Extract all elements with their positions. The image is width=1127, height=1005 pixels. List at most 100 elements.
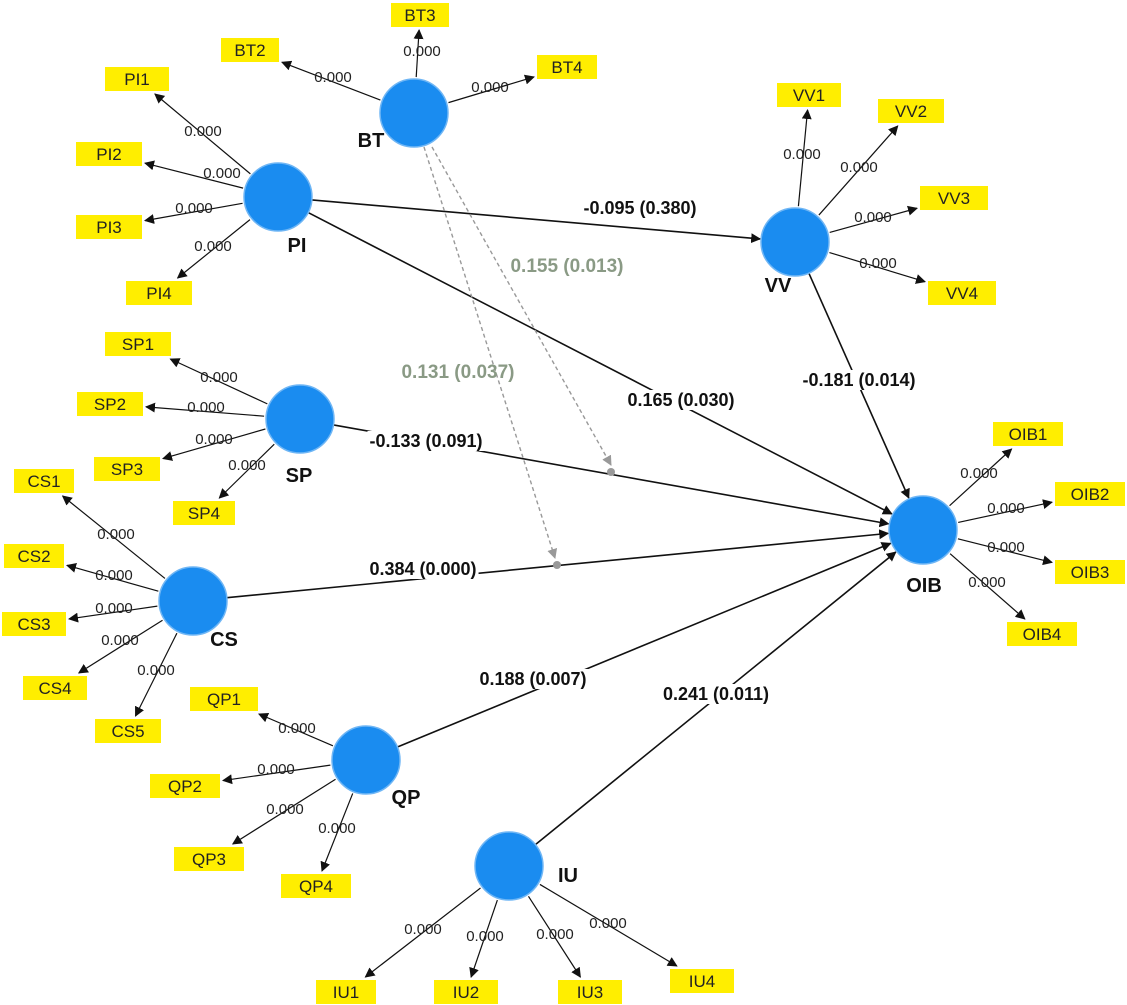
construct-pi[interactable] xyxy=(243,162,313,232)
indicator-box-qp3[interactable] xyxy=(174,847,244,871)
loading-arrow-pi2 xyxy=(144,160,244,189)
loading-arrow-oib2 xyxy=(958,499,1053,524)
path-arrow-qp-oib xyxy=(397,542,892,748)
indicator-box-iu3[interactable] xyxy=(558,980,622,1004)
indicator-box-qp4[interactable] xyxy=(281,874,351,898)
indicator-box-bt2[interactable] xyxy=(221,38,279,62)
indicator-box-cs5[interactable] xyxy=(95,719,161,743)
indicator-label-oib4: OIB4 xyxy=(1023,625,1062,644)
indicator-box-sp4[interactable] xyxy=(173,501,235,525)
loading-arrow-sp3 xyxy=(162,428,266,461)
indicator-label-iu1: IU1 xyxy=(333,983,359,1002)
indicator-box-vv4[interactable] xyxy=(928,281,996,305)
loading-arrow-vv2 xyxy=(818,125,899,216)
loading-value-sp2: 0.000 xyxy=(187,399,225,416)
loading-arrow-bt3 xyxy=(413,29,424,78)
loading-value-iu2: 0.000 xyxy=(466,928,504,945)
indicator-label-cs2: CS2 xyxy=(17,547,50,566)
indicator-label-vv1: VV1 xyxy=(793,86,825,105)
loading-arrow-cs2 xyxy=(66,562,159,592)
indicator-box-pi1[interactable] xyxy=(105,67,169,91)
loading-arrow-sp1 xyxy=(169,358,268,405)
loading-value-vv3: 0.000 xyxy=(854,209,892,226)
loading-arrow-oib4 xyxy=(949,553,1026,620)
indicator-box-sp3[interactable] xyxy=(94,457,160,481)
indicator-box-pi2[interactable] xyxy=(76,142,142,166)
indicator-label-cs1: CS1 xyxy=(27,472,60,491)
indicator-box-pi3[interactable] xyxy=(76,215,142,239)
construct-label-sp: SP xyxy=(286,465,313,487)
indicator-box-sp1[interactable] xyxy=(105,332,171,356)
construct-vv[interactable] xyxy=(760,207,830,277)
loading-value-sp3: 0.000 xyxy=(195,431,233,448)
indicator-box-vv1[interactable] xyxy=(777,83,841,107)
indicator-label-cs5: CS5 xyxy=(111,722,144,741)
indicator-box-oib3[interactable] xyxy=(1055,560,1125,584)
moderation-coefficient-cs-oib: 0.131 (0.037) xyxy=(401,362,514,383)
indicator-box-pi4[interactable] xyxy=(126,281,192,305)
indicator-box-vv3[interactable] xyxy=(920,186,988,210)
loading-value-oib4: 0.000 xyxy=(968,574,1006,591)
indicator-label-pi3: PI3 xyxy=(96,218,122,237)
path-arrow-pi-vv xyxy=(311,199,762,244)
indicator-box-iu4[interactable] xyxy=(670,969,734,993)
loading-arrow-pi3 xyxy=(144,202,243,224)
construct-oib[interactable] xyxy=(888,495,958,565)
path-arrow-pi-oib xyxy=(307,211,893,515)
path-label-bg xyxy=(581,198,699,218)
path-label-bg xyxy=(660,684,772,704)
construct-label-vv: VV xyxy=(765,275,792,297)
indicator-box-iu2[interactable] xyxy=(434,980,498,1004)
indicator-box-iu1[interactable] xyxy=(316,980,376,1004)
moderation-point-cs-oib xyxy=(553,561,561,569)
indicator-box-qp2[interactable] xyxy=(150,774,220,798)
loading-arrow-bt2 xyxy=(281,60,381,101)
construct-qp[interactable] xyxy=(331,725,401,795)
indicator-label-pi1: PI1 xyxy=(124,70,150,89)
path-label-bg xyxy=(367,559,479,579)
loading-value-qp2: 0.000 xyxy=(257,761,295,778)
indicator-box-oib1[interactable] xyxy=(993,422,1063,446)
moderation-arrow-cs-oib xyxy=(423,146,558,559)
indicator-label-vv2: VV2 xyxy=(895,102,927,121)
indicator-box-oib2[interactable] xyxy=(1055,482,1125,506)
indicator-label-cs3: CS3 xyxy=(17,615,50,634)
indicator-box-vv2[interactable] xyxy=(878,99,944,123)
loading-arrow-iu3 xyxy=(527,895,581,978)
construct-iu[interactable] xyxy=(474,831,544,901)
indicator-label-oib3: OIB3 xyxy=(1071,563,1110,582)
indicator-box-cs3[interactable] xyxy=(2,612,66,636)
indicator-label-sp2: SP2 xyxy=(94,395,126,414)
indicator-box-qp1[interactable] xyxy=(190,687,258,711)
indicator-box-cs1[interactable] xyxy=(14,469,74,493)
indicator-box-cs4[interactable] xyxy=(23,676,87,700)
loading-arrow-cs3 xyxy=(68,605,158,623)
loading-value-qp1: 0.000 xyxy=(278,720,316,737)
indicator-box-bt4[interactable] xyxy=(537,55,597,79)
indicator-box-oib4[interactable] xyxy=(1007,622,1077,646)
moderation-coefficient-sp-oib: 0.155 (0.013) xyxy=(510,256,623,277)
construct-label-oib: OIB xyxy=(906,575,942,597)
path-coefficient-iu-oib: 0.241 (0.011) xyxy=(663,684,769,704)
moderation-arrow-sp-oib xyxy=(431,146,612,466)
construct-sp[interactable] xyxy=(265,384,335,454)
construct-bt[interactable] xyxy=(379,78,449,148)
indicator-label-iu2: IU2 xyxy=(453,983,479,1002)
construct-label-qp: QP xyxy=(392,787,421,809)
indicator-box-bt3[interactable] xyxy=(391,3,449,27)
loading-arrow-qp1 xyxy=(257,712,334,747)
construct-cs[interactable] xyxy=(158,566,228,636)
loading-value-pi4: 0.000 xyxy=(194,238,232,255)
loading-value-oib3: 0.000 xyxy=(987,539,1025,556)
loading-arrow-oib1 xyxy=(949,448,1013,507)
indicator-box-sp2[interactable] xyxy=(77,392,143,416)
indicator-label-bt3: BT3 xyxy=(404,6,435,25)
construct-label-cs: CS xyxy=(210,629,238,651)
indicator-label-bt4: BT4 xyxy=(551,58,582,77)
loading-value-vv1: 0.000 xyxy=(783,146,821,163)
indicator-label-pi2: PI2 xyxy=(96,145,122,164)
loading-value-iu1: 0.000 xyxy=(404,921,442,938)
indicator-box-cs2[interactable] xyxy=(4,544,64,568)
loading-value-sp4: 0.000 xyxy=(228,457,266,474)
